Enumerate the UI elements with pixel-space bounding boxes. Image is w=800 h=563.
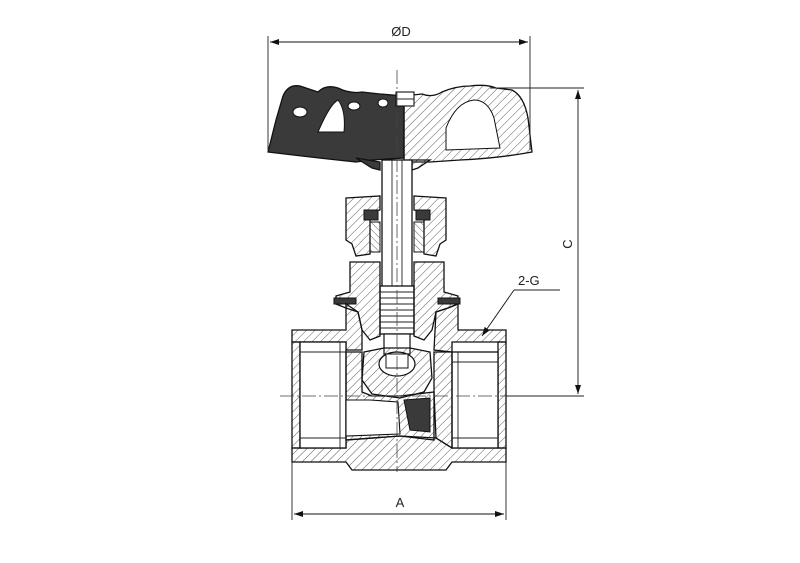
dimension-length: A: [291, 462, 507, 520]
handwheel-hub-section: [411, 159, 433, 171]
bonnet-gasket: [437, 297, 461, 305]
packing-ring: [415, 209, 431, 221]
handwheel-hole: [292, 106, 308, 118]
packing-nut: [345, 195, 447, 257]
left-port-bore: [299, 341, 347, 449]
flow-passage: [345, 399, 401, 437]
handwheel-hub: [355, 157, 381, 171]
handwheel-hole: [347, 101, 361, 111]
height-label: C: [560, 239, 575, 248]
center-lines: [280, 70, 520, 472]
body-partition-right: [433, 351, 453, 450]
thread-label: 2-G: [518, 273, 540, 288]
body-top-wall-right: [433, 303, 507, 353]
handwheel-window: [317, 99, 345, 133]
dimension-diameter: ØD: [267, 24, 531, 150]
dimension-height: C: [490, 87, 584, 397]
packing-ring: [363, 209, 379, 221]
thread-callout: 2-G: [481, 273, 560, 337]
diameter-label: ØD: [391, 24, 411, 39]
seat-port: [403, 397, 431, 433]
handwheel-window: [445, 99, 501, 151]
left-port-wall: [291, 341, 301, 449]
handwheel: [267, 84, 533, 171]
right-port-bore: [451, 351, 499, 449]
right-port-wall: [497, 341, 507, 449]
bonnet-gasket: [333, 297, 357, 305]
length-label: A: [396, 495, 405, 510]
valve-body: [291, 302, 507, 471]
handwheel-hole: [377, 98, 389, 108]
